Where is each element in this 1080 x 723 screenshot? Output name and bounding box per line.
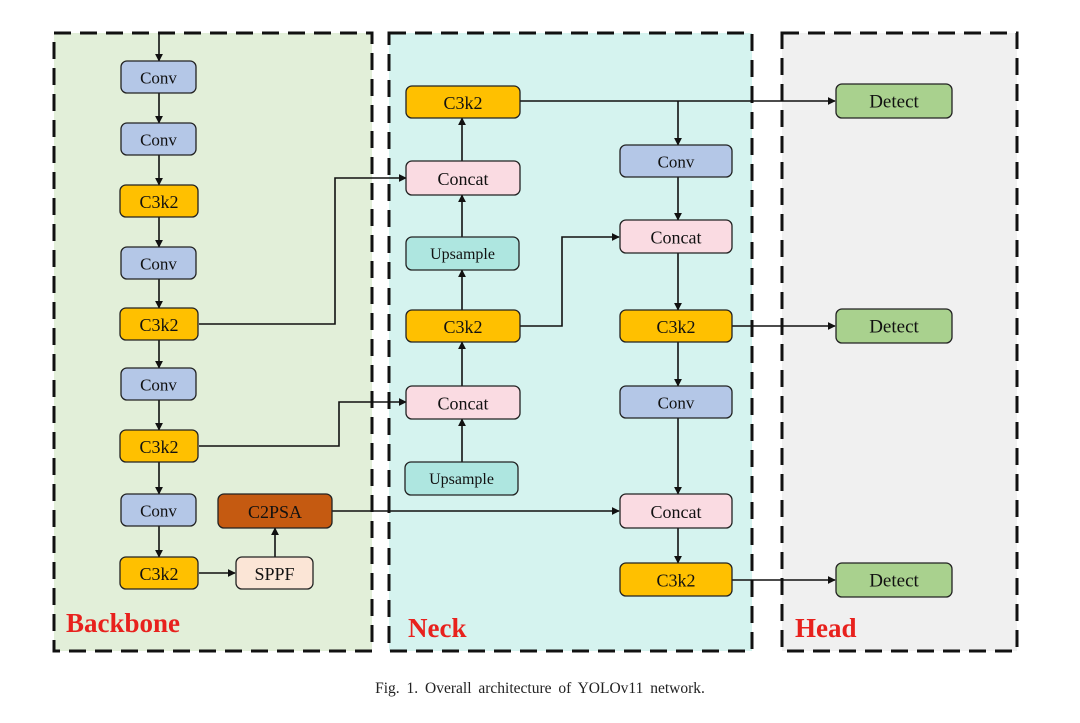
node-nk-c3k2-top: C3k2 [405,85,521,119]
node-box [120,493,197,527]
node-box [405,309,521,343]
node-bb-conv3: Conv [120,246,197,280]
node-nk-upsample-a: Upsample [405,236,520,271]
node-box [835,83,953,119]
head-title: Head [795,613,857,643]
node-label: Detect [869,317,919,338]
node-box [619,493,733,529]
node-nk-c3k2-mid: C3k2 [405,309,521,343]
node-bb-c2psa: C2PSA [217,493,333,529]
node-hd-detect1: Detect [835,83,953,119]
node-bb-sppf: SPPF [235,556,314,590]
node-box [405,385,521,420]
node-label: Concat [438,169,489,189]
node-label: Conv [658,394,695,413]
node-box [217,493,333,529]
arrow-c3k2-3-to-concat-b [199,398,407,447]
node-label: C3k2 [656,317,695,337]
node-nk-concat-b: Concat [405,385,521,420]
node-hd-detect3: Detect [835,562,953,598]
node-box [405,160,521,196]
node-bb-c3k2-1: C3k2 [119,184,199,218]
node-label: C3k2 [656,571,695,591]
node-label: Conv [140,131,177,150]
node-nk-c3k2-r2: C3k2 [619,562,733,597]
node-box [835,562,953,598]
node-label: C3k2 [139,437,178,457]
node-nk-conv-r2: Conv [619,385,733,419]
node-bb-conv5: Conv [120,493,197,527]
node-box [404,461,519,496]
node-label: C3k2 [139,564,178,584]
node-label: C3k2 [443,317,482,337]
node-bb-conv2: Conv [120,122,197,156]
node-box [120,246,197,280]
node-box [119,184,199,218]
node-box [120,367,197,401]
node-box [235,556,314,590]
node-label: C3k2 [139,192,178,212]
node-label: Concat [651,228,702,248]
node-bb-c3k2-3: C3k2 [119,429,199,463]
node-label: Conv [658,153,695,172]
node-nk-concat-r1: Concat [619,219,733,254]
node-box [835,308,953,344]
node-label: Upsample [430,246,495,263]
node-label: Conv [140,255,177,274]
node-box [119,556,199,590]
node-box [619,562,733,597]
node-label: Conv [140,376,177,395]
node-nk-c3k2-r1: C3k2 [619,309,733,343]
node-label: Concat [651,502,702,522]
node-nk-concat-a: Concat [405,160,521,196]
node-label: Detect [869,92,919,113]
node-box [120,60,197,94]
node-box [405,85,521,119]
node-box [619,385,733,419]
node-bb-c3k2-2: C3k2 [119,307,199,341]
node-hd-detect2: Detect [835,308,953,344]
backbone-title: Backbone [66,608,180,638]
arrow-c3k2-2-to-concat-a [199,174,407,325]
node-box [119,307,199,341]
node-nk-conv-r1: Conv [619,144,733,178]
node-label: Conv [140,502,177,521]
node-label: C3k2 [139,315,178,335]
node-label: C2PSA [248,502,302,522]
node-bb-c3k2-4: C3k2 [119,556,199,590]
node-box [119,429,199,463]
figure-caption: Fig. 1. Overall architecture of YOLOv11 … [375,680,705,697]
node-bb-conv4: Conv [120,367,197,401]
node-label: Conv [140,69,177,88]
node-box [619,144,733,178]
connection-arrows [155,33,836,584]
node-box [405,236,520,271]
node-box [120,122,197,156]
node-bb-conv1: Conv [120,60,197,94]
node-box [619,309,733,343]
node-label: Upsample [429,471,494,488]
node-label: Concat [438,394,489,414]
backbone-panel [52,31,374,653]
arrow-c3k2-mid-to-concat-r1 [520,233,620,327]
neck-title: Neck [408,613,466,643]
node-box [619,219,733,254]
node-nk-concat-r2: Concat [619,493,733,529]
node-nk-upsample-b: Upsample [404,461,519,496]
node-label: SPPF [254,564,294,584]
node-label: Detect [869,571,919,592]
node-label: C3k2 [443,93,482,113]
